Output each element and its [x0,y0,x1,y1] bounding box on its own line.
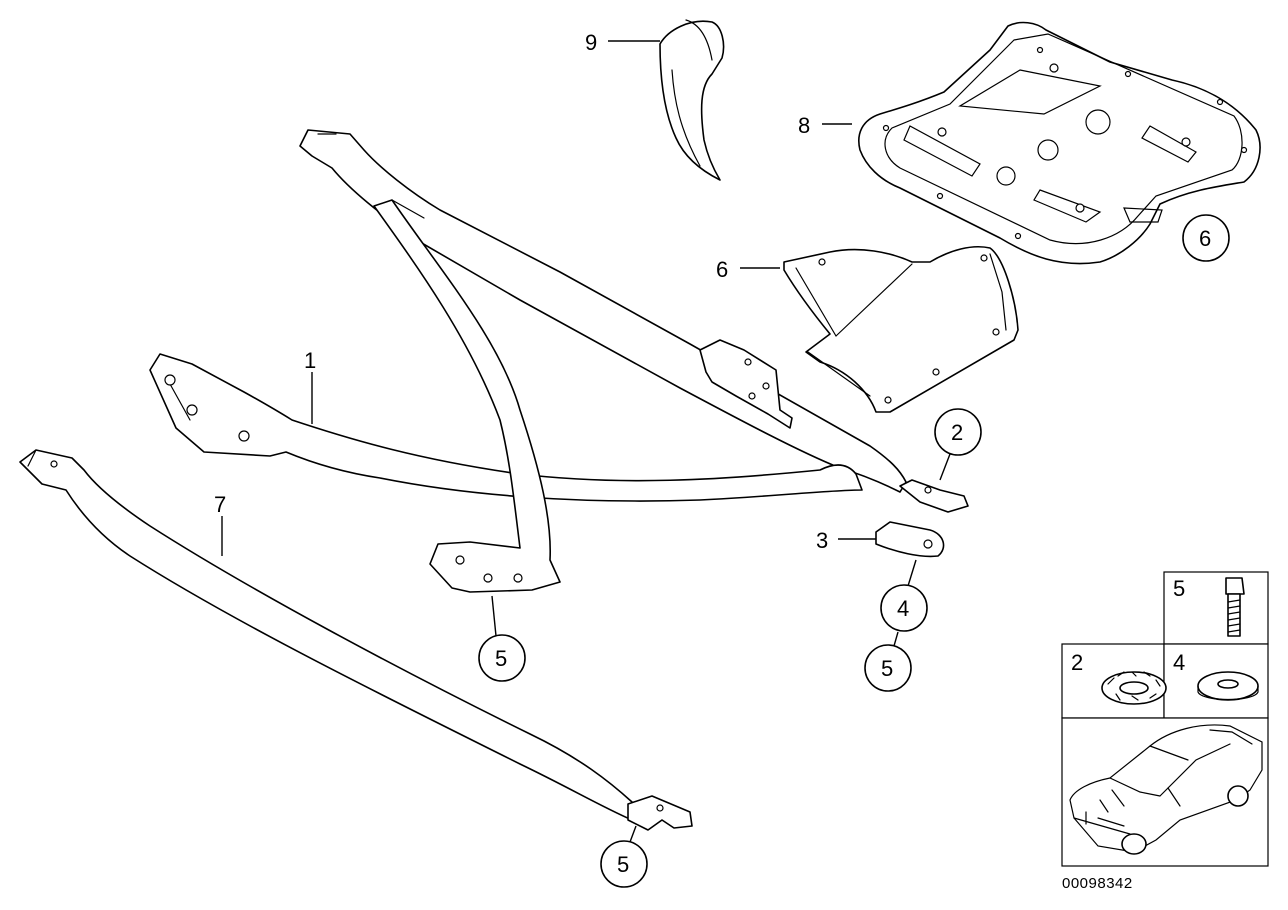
callout-5a-label: 5 [495,646,507,671]
callout-5-circled-bottom: 5 [600,825,648,888]
callout-6-circled-upper: 6 [1182,214,1230,262]
callout-9-label: 9 [585,30,597,55]
vehicle-icon [1069,724,1263,855]
callout-5-circled-right: 5 [864,631,912,692]
callout-4-label: 4 [897,596,909,621]
callout-4-circled: 4 [880,559,928,632]
legend-washer-label: 4 [1173,650,1186,675]
callout-6b-label: 6 [1199,226,1211,251]
callout-8: 8 [798,113,852,138]
part-8-plate [858,21,1261,265]
lock-washer-icon [1101,671,1167,705]
callout-3-label: 3 [816,528,828,553]
callout-8-label: 8 [798,113,810,138]
part-9-sleeve [659,19,725,181]
reference-number: 00098342 [1062,875,1133,892]
part-1-cross-brace [149,129,969,593]
callout-5-circled-center: 5 [478,595,526,682]
part-3-plate [875,521,945,558]
callout-5c-label: 5 [617,852,629,877]
callout-6: 6 [716,257,780,282]
part-6-shield [783,245,1019,413]
legend-lockwasher-label: 2 [1071,650,1084,675]
flat-washer-icon [1197,671,1259,701]
part-7-lower-brace [19,449,693,831]
callout-3: 3 [816,528,876,553]
legend-bolt-label: 5 [1173,576,1186,601]
callout-7: 7 [214,492,226,556]
callout-1-label: 1 [304,348,316,373]
callout-7-label: 7 [214,492,226,517]
callout-6a-label: 6 [716,257,728,282]
callout-2-label: 2 [951,420,963,445]
callout-2-circled: 2 [934,408,982,481]
bolt-icon [1225,577,1245,637]
callout-1: 1 [304,348,316,424]
callout-9: 9 [585,30,660,55]
callout-5b-label: 5 [881,656,893,681]
hardware-legend: 5 2 4 [1061,571,1269,867]
legend-cell-bolt [1163,571,1269,645]
